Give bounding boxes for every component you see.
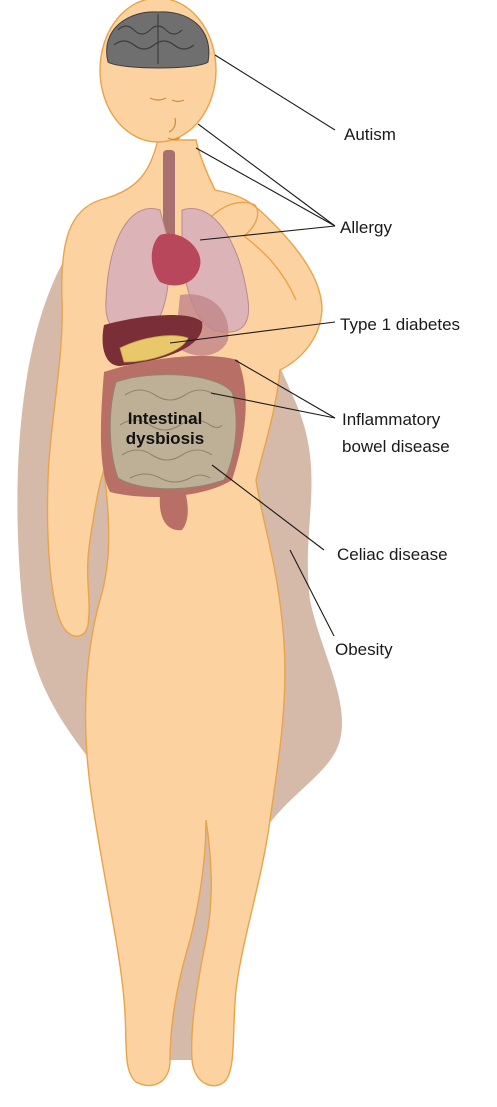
center-label-line1: Intestinal bbox=[128, 409, 203, 428]
label-autism: Autism bbox=[344, 125, 396, 144]
label-obesity: Obesity bbox=[335, 640, 393, 659]
label-type1-diabetes: Type 1 diabetes bbox=[340, 315, 460, 334]
center-label-line2: dysbiosis bbox=[126, 429, 204, 448]
autism-leader bbox=[215, 55, 335, 130]
label-ibd-line1: Inflammatory bbox=[342, 410, 441, 429]
label-allergy: Allergy bbox=[340, 218, 392, 237]
label-ibd-line2: bowel disease bbox=[342, 437, 450, 456]
label-celiac: Celiac disease bbox=[337, 545, 448, 564]
